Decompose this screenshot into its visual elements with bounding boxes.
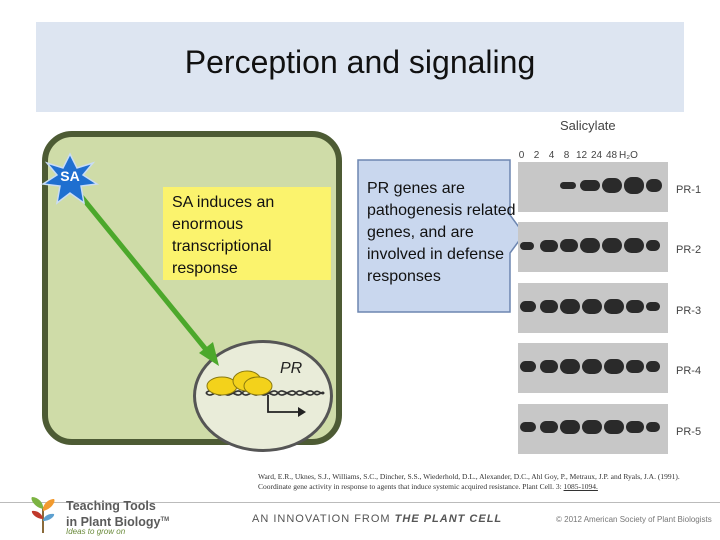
leaf-logo-icon <box>31 497 55 533</box>
title-band <box>36 22 684 112</box>
signal-arrow <box>74 188 219 366</box>
pr-gene-label: PR <box>280 360 303 377</box>
blot-row-pr5 <box>518 404 668 454</box>
blot-row-pr4 <box>518 343 668 393</box>
logo-line-1: Teaching Tools <box>66 499 156 513</box>
citation: Ward, E.R., Uknes, S.J., Williams, S.C.,… <box>258 472 698 492</box>
blot-row-pr1 <box>518 162 668 212</box>
page-title: Perception and signaling <box>184 44 536 80</box>
lane-label: 4 <box>548 150 555 161</box>
induction-note-box <box>163 187 331 280</box>
logo-tm: TM <box>160 517 170 523</box>
pr-callout-text: PR genes are pathogenesis related genes,… <box>367 180 516 285</box>
blot-row-pr3 <box>518 283 668 333</box>
lane-label: 2 <box>533 150 540 161</box>
sa-star-icon <box>40 152 100 205</box>
logo-tagline: Ideas to grow on <box>66 527 126 536</box>
blot-row-pr2 <box>518 222 668 272</box>
blot-label-pr4: PR-4 <box>676 365 702 377</box>
lane-label: H₂O <box>619 150 638 161</box>
citation-link[interactable]: 1085-1094. <box>563 482 598 491</box>
blot-title: Salicylate <box>560 118 616 133</box>
footer-innovation: AN INNOVATION FROM THE PLANT CELL <box>252 513 503 525</box>
lane-label: 0 <box>518 150 525 161</box>
induction-note: SA induces an enormous transcriptional r… <box>172 194 275 277</box>
lane-label: 12 <box>575 150 588 161</box>
transcription-start-arrow <box>267 395 306 417</box>
logo-text: Teaching Tools in Plant BiologyTM <box>66 499 169 529</box>
blot-label-pr2: PR-2 <box>676 244 702 256</box>
blot-label-pr1: PR-1 <box>676 184 702 196</box>
blot-label-pr3: PR-3 <box>676 305 702 317</box>
footer-copyright: © 2012 American Society of Plant Biologi… <box>556 515 712 524</box>
lane-label: 24 <box>590 150 603 161</box>
lane-label: 8 <box>563 150 570 161</box>
blot-label-pr5: PR-5 <box>676 426 702 438</box>
rna-polymerase-icons <box>206 370 273 396</box>
logo-line-2: in Plant BiologyTM <box>66 515 170 530</box>
nucleus <box>193 340 333 452</box>
footer-divider <box>0 502 720 503</box>
lane-label: 48 <box>605 150 618 161</box>
sa-label: SA <box>60 168 80 184</box>
citation-text: Ward, E.R., Uknes, S.J., Williams, S.C.,… <box>258 472 680 491</box>
